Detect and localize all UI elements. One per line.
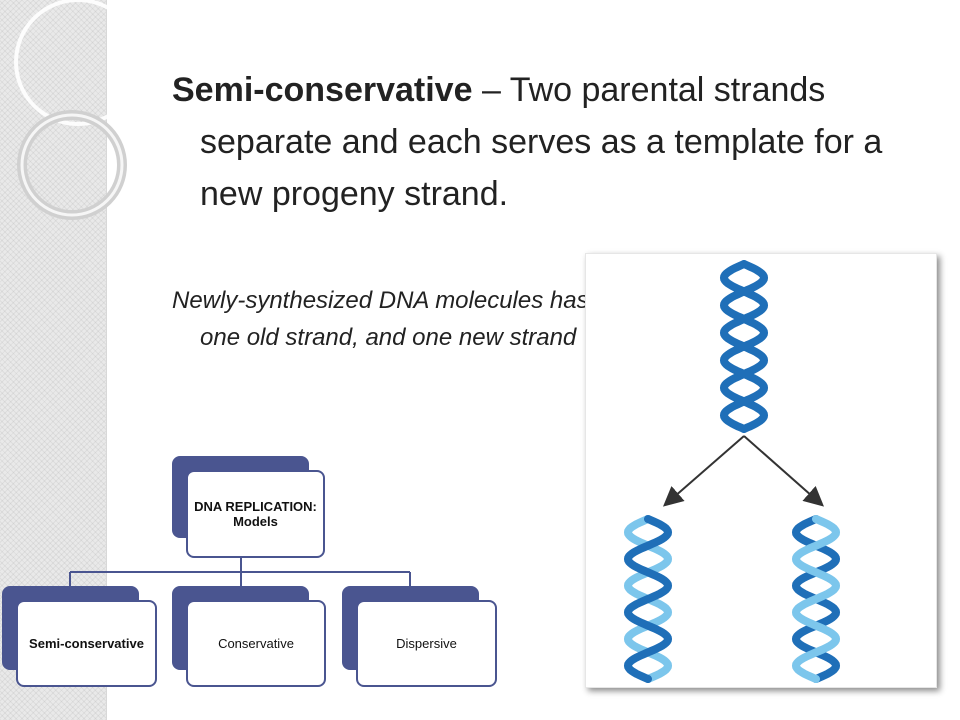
title-definition: – Two parental strands separate and each… (200, 71, 883, 213)
slide-title: Semi-conservative – Two parental strands… (172, 64, 940, 220)
root-box[interactable]: DNA REPLICATION: Models (186, 470, 325, 558)
arrow-right (743, 435, 824, 507)
title-term: Semi-conservative (172, 71, 473, 109)
child-box-dispersive[interactable]: Dispersive (356, 600, 497, 687)
parent-helix (719, 260, 769, 433)
arrow-left (662, 435, 745, 507)
slide-subtitle: Newly-synthesized DNA molecules has one … (172, 287, 589, 351)
dna-replication-figure (585, 253, 937, 688)
child-box-conservative[interactable]: Conservative (186, 600, 326, 687)
daughter-helix-right (791, 515, 841, 683)
dna-diagram-icon (623, 260, 841, 683)
decorative-circles (14, 0, 140, 220)
daughter-helix-left (623, 515, 673, 683)
child-box-semi-conservative[interactable]: Semi-conservative (16, 600, 157, 687)
